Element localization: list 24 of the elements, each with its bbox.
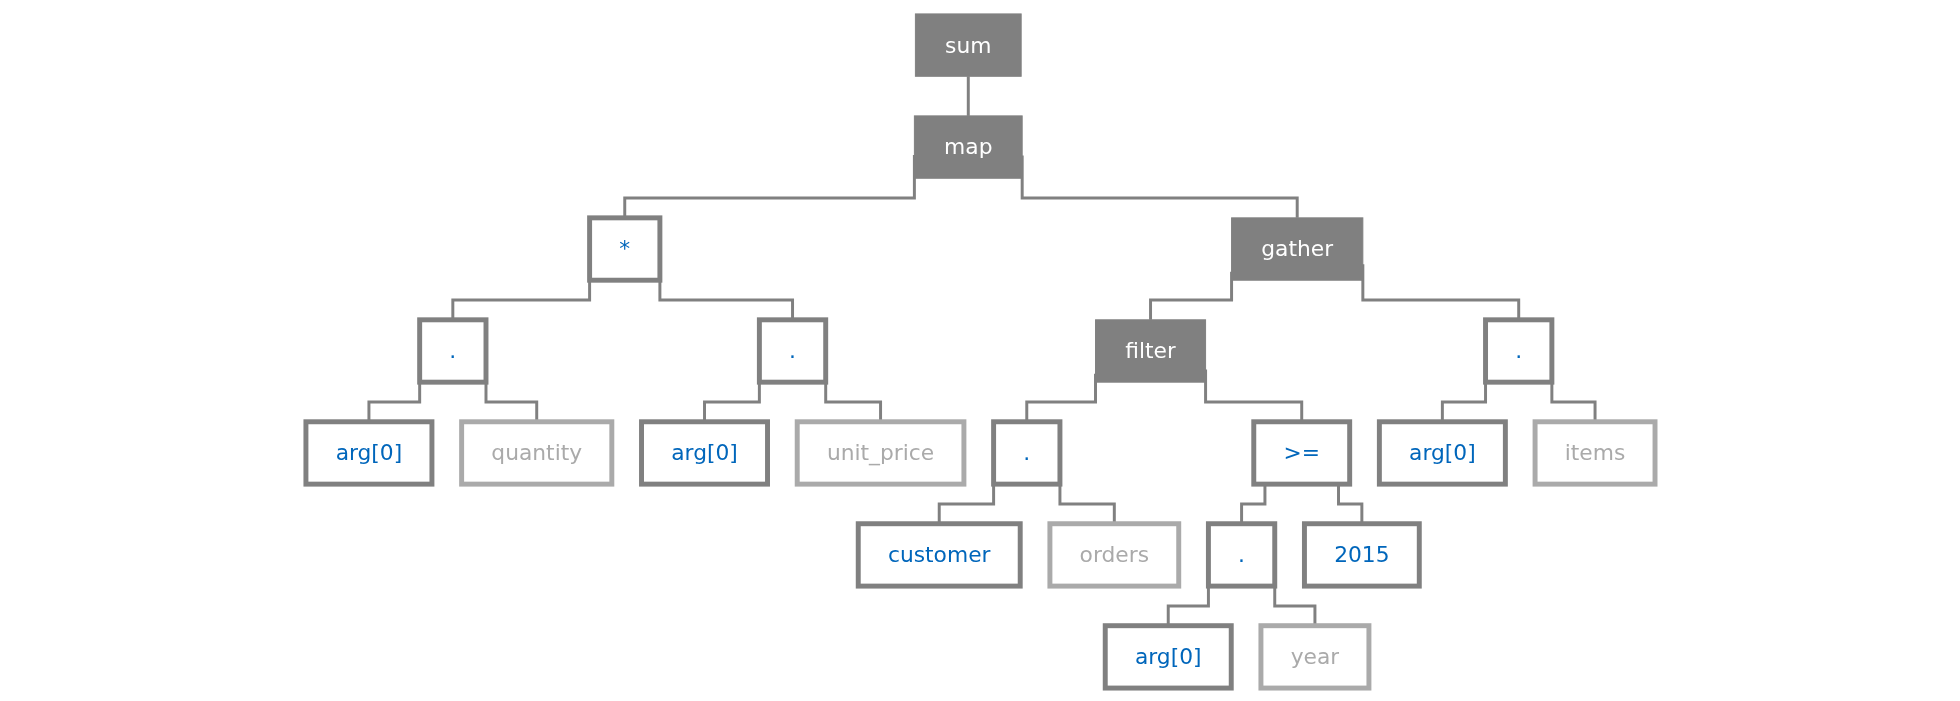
- connector: [1020, 154, 1299, 219]
- node-box: arg[0]: [1376, 418, 1508, 487]
- node-box: orders: [1046, 520, 1181, 589]
- node-box: arg[0]: [1102, 622, 1234, 691]
- node-box: filter: [1094, 318, 1206, 383]
- node-box: quantity: [458, 418, 614, 487]
- node-box: map: [913, 114, 1023, 179]
- node-box: arg[0]: [302, 418, 434, 487]
- node-box: 2015: [1301, 520, 1422, 589]
- node-box: .: [756, 316, 828, 385]
- node-box: year: [1257, 622, 1371, 691]
- node-box: sum: [914, 12, 1022, 77]
- node-box: items: [1532, 418, 1657, 487]
- node-box: arg[0]: [638, 418, 770, 487]
- node-box: .: [990, 418, 1062, 487]
- node-box: customer: [855, 520, 1023, 589]
- node-box: gather: [1230, 216, 1363, 281]
- node-box: *: [586, 214, 662, 283]
- node-box: unit_price: [794, 418, 966, 487]
- connector: [966, 75, 970, 117]
- node-box: .: [1205, 520, 1277, 589]
- node-box: .: [1482, 316, 1554, 385]
- node-box: .: [416, 316, 488, 385]
- node-box: >=: [1250, 418, 1352, 487]
